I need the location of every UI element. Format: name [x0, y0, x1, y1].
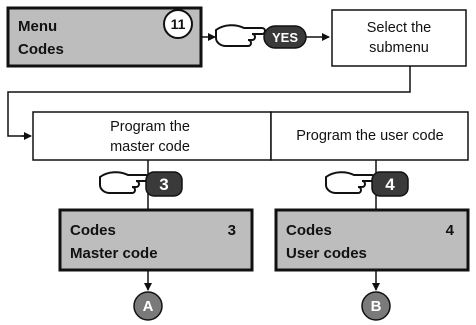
- connector-select-to-branches: [7, 66, 411, 137]
- user-codes-display: Codes 4 User codes: [274, 208, 470, 272]
- user-display-line1: Codes: [286, 222, 332, 239]
- master-box-line2: master code: [110, 139, 190, 155]
- terminal-b[interactable]: B: [361, 291, 391, 321]
- select-submenu-box: Select the submenu: [331, 9, 467, 67]
- program-user-code-box: Program the user code: [270, 111, 469, 161]
- key-3[interactable]: 3: [145, 171, 183, 197]
- terminal-b-label: B: [371, 298, 382, 315]
- master-display-line1: Codes: [70, 222, 116, 239]
- user-box-label: Program the user code: [296, 128, 444, 144]
- master-display-number: 3: [228, 222, 236, 239]
- user-display-number: 4: [446, 222, 455, 239]
- menu-codes-display: Menu Codes 11: [6, 6, 203, 68]
- user-display-line2: User codes: [286, 245, 367, 262]
- display-line-codes: Codes: [18, 41, 64, 58]
- terminal-a-label: A: [143, 298, 154, 315]
- hand-pointer-icon: [215, 24, 266, 47]
- select-box-line2: submenu: [369, 40, 429, 56]
- key-4-label: 4: [385, 175, 395, 194]
- master-box-line1: Program the: [110, 119, 190, 135]
- hand-pointer-icon: [99, 171, 150, 194]
- select-box-line1: Select the: [367, 20, 432, 36]
- step-badge-label: 11: [171, 16, 186, 32]
- terminal-a[interactable]: A: [133, 291, 163, 321]
- yes-key-label: YES: [272, 30, 298, 45]
- key-4[interactable]: 4: [371, 171, 409, 197]
- display-line-menu: Menu: [18, 18, 57, 35]
- master-display-line2: Master code: [70, 245, 158, 262]
- hand-pointer-icon: [325, 171, 376, 194]
- step-badge: [163, 9, 193, 39]
- yes-key[interactable]: YES: [263, 25, 307, 49]
- master-code-display: Codes 3 Master code: [58, 208, 254, 272]
- key-3-label: 3: [159, 175, 168, 194]
- program-master-code-box: Program the master code: [32, 111, 272, 161]
